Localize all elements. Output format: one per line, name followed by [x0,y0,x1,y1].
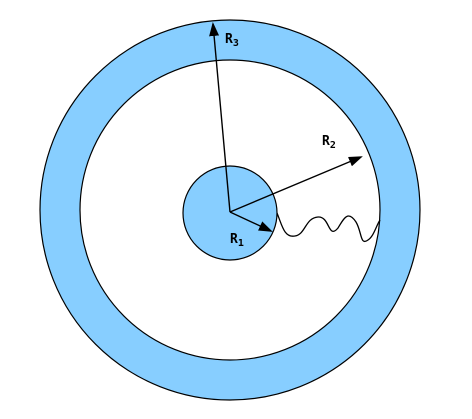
label-r2: R2 [322,134,336,151]
radius-r1-arrow [229,211,273,232]
label-r1: R1 [230,232,244,249]
radius-r2-arrow [229,156,363,213]
label-r3: R3 [225,32,239,49]
wavy-path [276,212,381,243]
radius-r3-arrow [209,22,231,213]
